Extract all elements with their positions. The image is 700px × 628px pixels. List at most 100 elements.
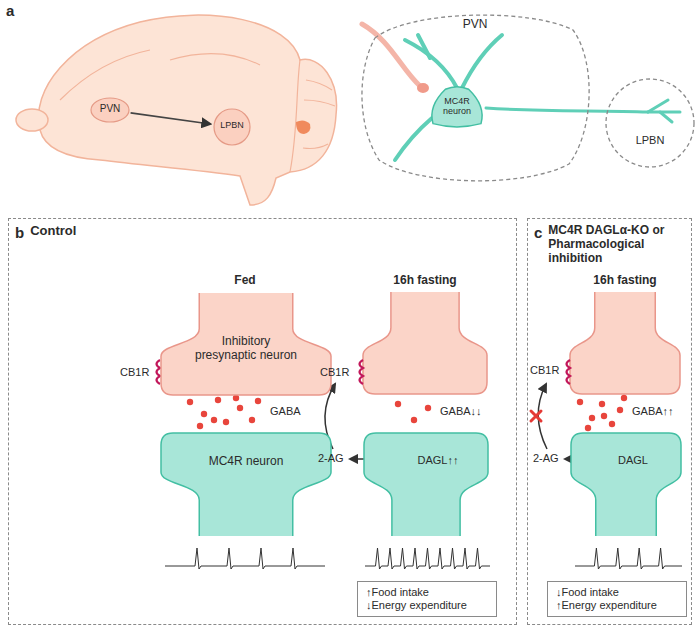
axon [648,100,668,112]
node-text: ↑Food intake [366,586,429,599]
presynaptic-neuron-outline [570,292,680,394]
mc4r-neuron-fill [161,433,331,536]
presynaptic-neuron [570,292,680,394]
gaba-vesicle [617,407,623,413]
axon [486,108,648,112]
presynaptic-neuron-fill [570,292,680,394]
spike-train [365,548,490,569]
node-text: LPBN [636,134,665,147]
transmitter-label: GABA↑↑ [632,405,674,418]
gaba-vesicle [589,415,595,421]
neuron-soma: MC4R neuron [428,84,486,128]
cb1-receptor [157,360,161,384]
node-text: ↓Energy expenditure [366,599,467,612]
region-outline: MC4R neuron PVN [355,8,595,186]
shape-svg [364,433,488,536]
gaba-vesicle [395,401,401,407]
gaba-vesicle [249,417,255,423]
gaba-vesicle [601,413,607,419]
gaba-vesicle [585,425,591,431]
receptor-label: CB1R [120,366,149,379]
panel-title: Control [30,224,76,239]
mc4r-neuron-outline [161,433,331,536]
node-text: PVN [100,103,121,115]
brain-region: LPBN [213,108,251,146]
gaba-vesicle [201,411,207,417]
region-shape [214,109,250,145]
highlighted-region [296,120,310,134]
cerebellum-fold [306,80,332,90]
gaba-vesicle [621,395,627,401]
input-axon [362,24,420,86]
gaba-vesicle [223,419,229,425]
mc4r-neuron [364,433,488,536]
mc4r-neuron-fill [364,433,488,536]
transmitter-label: GABA [270,405,301,418]
shape-svg [605,78,695,168]
mc4r-neuron-outline [364,433,488,536]
mc4r-neuron [161,433,331,536]
gaba-vesicle [577,399,583,405]
outcome-box: ↑Food intake↓Energy expenditure [357,581,497,617]
gaba-vesicle [411,417,417,423]
spike-train [575,548,682,569]
gaba-vesicle [599,401,605,407]
node-text: ↑Energy expenditure [556,599,657,612]
presynaptic-neuron [161,293,331,395]
soma-shape [432,87,482,127]
gyrus-line [170,54,260,65]
node-text: MC4R neuron [441,96,473,117]
messenger-label: 2-AG [318,452,344,465]
mc4r-neuron: DAGL↑↑ [364,433,488,536]
mc4r-neuron [571,433,681,536]
gaba-vesicle [609,421,615,427]
presynaptic-neuron-fill [161,293,331,395]
region-outline: LPBN [605,78,695,168]
brain-outline [38,15,336,205]
node-text: Inhibitory presynaptic neuron [191,335,301,363]
shape-svg [571,433,681,536]
mc4r-neuron-outline [571,433,681,536]
cb1-receptor [567,360,571,384]
node-text: MC4R neuron [209,455,284,469]
mc4r-neuron: MC4R neuron [161,433,331,536]
gaba-vesicle [233,395,239,401]
shape-svg [161,433,331,536]
node-text: LPBN [220,120,244,130]
panel-letter: a [6,2,14,19]
presynaptic-neuron [363,292,487,394]
dendrite [462,35,502,88]
gaba-vesicle [255,398,261,404]
blocked-arrow [538,384,547,449]
spike-train [165,548,325,569]
messenger-label: 2-AG [533,452,559,465]
node-text: DAGL↑↑ [418,454,459,467]
receptor-label: CB1R [320,366,349,379]
node-text: PVN [463,18,488,32]
gaba-vesicle [237,405,243,411]
cerebellum-fold [303,144,328,149]
olfactory-bulb [16,109,48,131]
dendrite [395,118,432,160]
panel-letter: c [534,224,542,241]
column-heading: Fed [234,274,255,288]
presynaptic-neuron-outline [363,292,487,394]
region-shape [362,15,589,181]
gaba-vesicle [197,423,203,429]
node-text: DAGL [618,454,648,467]
panel-letter: b [15,224,24,241]
gaba-vesicle [425,405,431,411]
projection-arrow [131,113,211,124]
cerebellum-border [290,60,300,172]
mc4r-neuron: DAGL [571,433,681,536]
inhibition-cross [531,411,541,421]
gaba-vesicle [211,417,217,423]
axon [660,112,672,122]
panel-title: MC4R DAGLα-KO or Pharmacological inhibit… [548,224,683,265]
column-heading: 16h fasting [593,274,656,288]
outcome-box: ↓Food intake↑Energy expenditure [547,581,687,617]
column-heading: 16h fasting [393,274,456,288]
dendrite [418,35,430,58]
